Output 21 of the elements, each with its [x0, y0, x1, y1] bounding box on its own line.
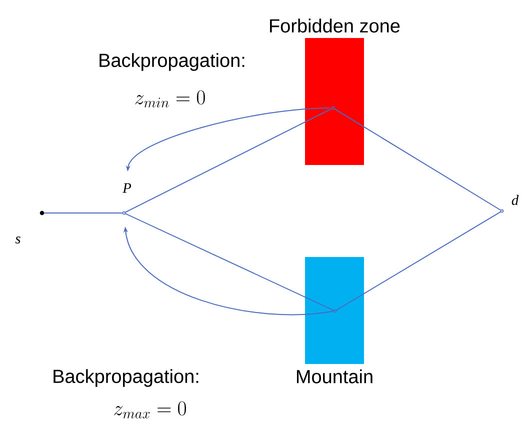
point-label: s — [15, 236, 20, 244]
annotation-text: Backpropagation: — [100, 53, 244, 71]
path-line — [125, 213, 334, 311]
point — [122, 211, 126, 215]
annotation-text: Backpropagation: — [54, 369, 198, 387]
zone-rectangle: Mountain — [296, 256, 372, 384]
path-line — [336, 211, 502, 311]
point — [333, 309, 337, 313]
zone-rectangle: Forbidden zone — [270, 18, 400, 165]
formula: $z_{max} = 0$ — [114, 401, 186, 418]
point-label: d — [512, 194, 519, 206]
node-label: Mountain — [296, 369, 372, 384]
path-line — [124, 108, 332, 213]
point-label: P — [122, 183, 132, 193]
path-line — [44, 212, 123, 214]
path-line — [334, 108, 502, 211]
point — [40, 210, 44, 216]
point — [331, 106, 335, 110]
node-label: Forbidden zone — [270, 18, 400, 33]
point — [500, 209, 504, 213]
formula: $z_{min} = 0$ — [135, 90, 205, 108]
